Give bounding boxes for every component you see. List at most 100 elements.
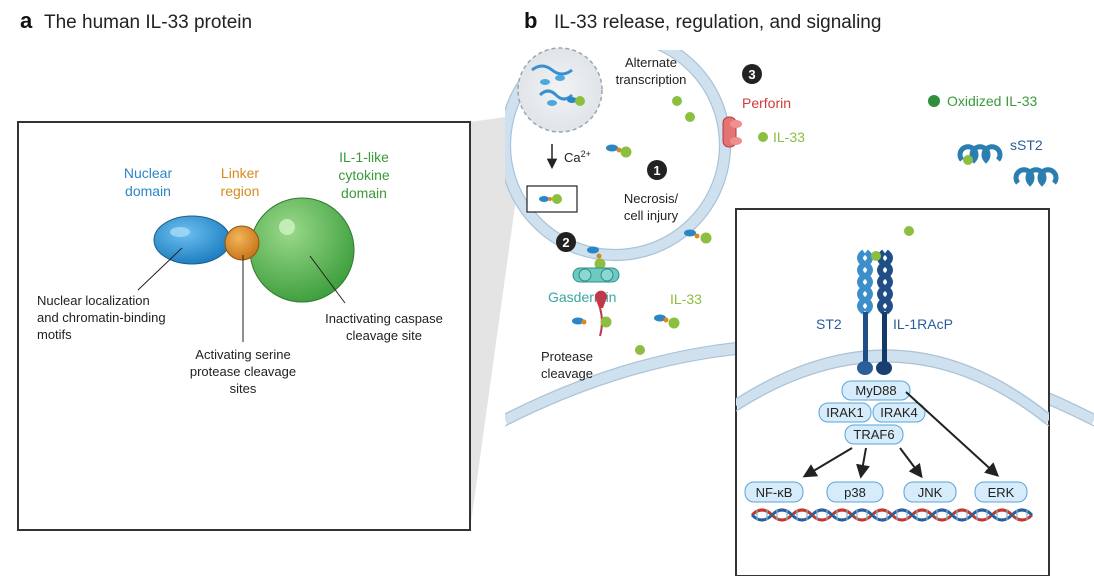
il33-in-nucleus	[567, 96, 585, 106]
panel-a-title: The human IL-33 protein	[44, 12, 252, 33]
il33-bound	[871, 251, 881, 261]
svg-text:IRAK4: IRAK4	[880, 405, 918, 420]
panel-b: b IL-33 release, regulation, and signali…	[505, 8, 1094, 576]
svg-text:Alternate: Alternate	[625, 55, 677, 70]
linker-region-shape	[224, 225, 260, 261]
svg-text:Necrosis/: Necrosis/	[624, 191, 679, 206]
protease-label: Protease cleavage	[541, 349, 593, 381]
zoom-cone	[470, 115, 520, 530]
st2-receptor-icon	[857, 249, 873, 375]
svg-text:domain: domain	[125, 183, 171, 199]
arrow-to-erk	[905, 391, 1000, 477]
cytokine-domain-label: IL-1-like cytokine domain	[338, 149, 390, 201]
il33-dot	[685, 112, 695, 122]
oxidized-il33-dot	[928, 95, 940, 107]
panel-a-letter: a	[20, 8, 33, 33]
svg-text:region: region	[221, 183, 260, 199]
svg-text:cleavage site: cleavage site	[346, 328, 422, 343]
svg-text:motifs: motifs	[37, 327, 72, 342]
step-2-badge	[556, 232, 576, 252]
nuclear-motifs-label: Nuclear localization and chromatin-bindi…	[37, 293, 166, 342]
protease-icon	[595, 290, 608, 337]
svg-text:Activating serine: Activating serine	[195, 347, 290, 362]
irak1-node: IRAK1	[818, 402, 872, 423]
svg-text:1: 1	[653, 163, 660, 178]
perforin-label: Perforin	[742, 95, 791, 111]
il33-dot	[758, 132, 768, 142]
svg-text:2: 2	[562, 235, 569, 250]
svg-text:Nuclear: Nuclear	[124, 165, 173, 181]
target-nfkb: NF-κB	[744, 481, 804, 503]
serine-sites-label: Activating serine protease cleavage site…	[190, 347, 296, 396]
panel-a: a The human IL-33 protein Nuclear domain…	[17, 8, 520, 531]
svg-text:cell injury: cell injury	[624, 208, 679, 223]
svg-text:IL-1-like: IL-1-like	[339, 149, 389, 165]
svg-text:MyD88: MyD88	[855, 383, 896, 398]
svg-text:p38: p38	[844, 485, 866, 500]
step-1-badge	[647, 160, 667, 180]
il33-full-length	[606, 144, 632, 158]
step-3-badge	[742, 64, 762, 84]
svg-text:sites: sites	[230, 381, 257, 396]
il33-dot	[904, 226, 914, 236]
svg-text:IRAK1: IRAK1	[826, 405, 864, 420]
il33-extracellular	[654, 314, 680, 329]
perforin-pore-icon	[722, 116, 742, 148]
svg-text:cytokine: cytokine	[338, 167, 390, 183]
target-jnk: JNK	[903, 481, 957, 503]
panel-b-title: IL-33 release, regulation, and signaling	[554, 12, 881, 33]
il33-top-label: IL-33	[773, 129, 805, 145]
arrow-to-jnk	[899, 447, 923, 479]
svg-text:transcription: transcription	[616, 72, 687, 87]
arrow-to-p38	[856, 447, 870, 479]
st2-label: ST2	[816, 316, 842, 332]
svg-text:Nuclear localization: Nuclear localization	[37, 293, 150, 308]
svg-text:domain: domain	[341, 185, 387, 201]
svg-text:NF-κB: NF-κB	[756, 485, 793, 500]
target-p38: p38	[826, 481, 884, 503]
myd88-node: MyD88	[841, 380, 911, 401]
il33-bottom-label: IL-33	[670, 291, 702, 307]
alternate-transcription-label: Alternate transcription	[616, 55, 687, 87]
calcium-charge: 2+	[581, 149, 591, 159]
il33-dot	[635, 345, 645, 355]
il1racp-label: IL-1RAcP	[893, 316, 953, 332]
sst2-icon	[957, 144, 1059, 187]
svg-text:cleavage: cleavage	[541, 366, 593, 381]
target-erk: ERK	[974, 481, 1028, 503]
cytokine-domain-shape	[249, 197, 355, 303]
oxidized-il33-label: Oxidized IL-33	[947, 93, 1037, 109]
il33-released	[684, 229, 712, 244]
nucleus	[517, 47, 603, 133]
svg-text:Linker: Linker	[221, 165, 259, 181]
sst2-label: sST2	[1010, 137, 1043, 153]
nuclear-domain-shape	[153, 215, 231, 265]
traf6-node: TRAF6	[844, 424, 904, 445]
il33-dot	[672, 96, 682, 106]
svg-text:3: 3	[748, 67, 755, 82]
caspase-site-label: Inactivating caspase cleavage site	[325, 311, 443, 343]
irak4-node: IRAK4	[872, 402, 926, 423]
svg-text:protease cleavage: protease cleavage	[190, 364, 296, 379]
il33-at-pore	[587, 246, 606, 270]
svg-text:Ca2+: Ca2+	[564, 149, 591, 165]
il33-cleaved	[572, 316, 612, 328]
gasdermin-pore-icon	[572, 267, 620, 283]
svg-text:TRAF6: TRAF6	[853, 427, 894, 442]
linker-region-label: Linker region	[221, 165, 260, 199]
svg-text:JNK: JNK	[918, 485, 943, 500]
nuclear-domain-label: Nuclear domain	[124, 165, 173, 199]
svg-text:Protease: Protease	[541, 349, 593, 364]
panel-b-letter: b	[524, 8, 537, 33]
protein-box	[17, 121, 471, 531]
svg-text:and chromatin-binding: and chromatin-binding	[37, 310, 166, 325]
calcium-label: Ca	[564, 150, 581, 165]
il1racp-receptor-icon	[876, 249, 893, 375]
dna-helix-icon	[750, 508, 1034, 522]
svg-text:ERK: ERK	[988, 485, 1015, 500]
svg-text:Inactivating caspase: Inactivating caspase	[325, 311, 443, 326]
arrow-to-nfkb	[802, 447, 853, 478]
necrosis-label: Necrosis/ cell injury	[624, 191, 679, 223]
chromatin-icon	[531, 64, 574, 106]
